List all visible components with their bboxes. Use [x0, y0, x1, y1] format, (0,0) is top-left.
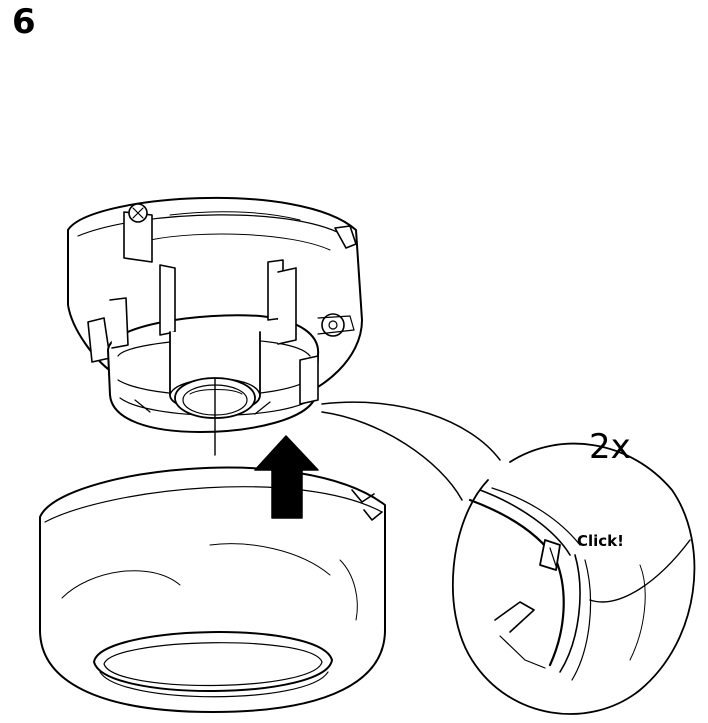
- detail-zoom-circle: [451, 442, 696, 715]
- step-number: 6: [12, 2, 36, 42]
- up-arrow-icon: [254, 435, 319, 519]
- quantity-label: 2x: [589, 427, 631, 467]
- callout-connector: [321, 401, 501, 501]
- lamp-holder: [67, 196, 363, 456]
- lamp-shade: [39, 466, 386, 713]
- click-sound-label: Click!: [577, 532, 624, 550]
